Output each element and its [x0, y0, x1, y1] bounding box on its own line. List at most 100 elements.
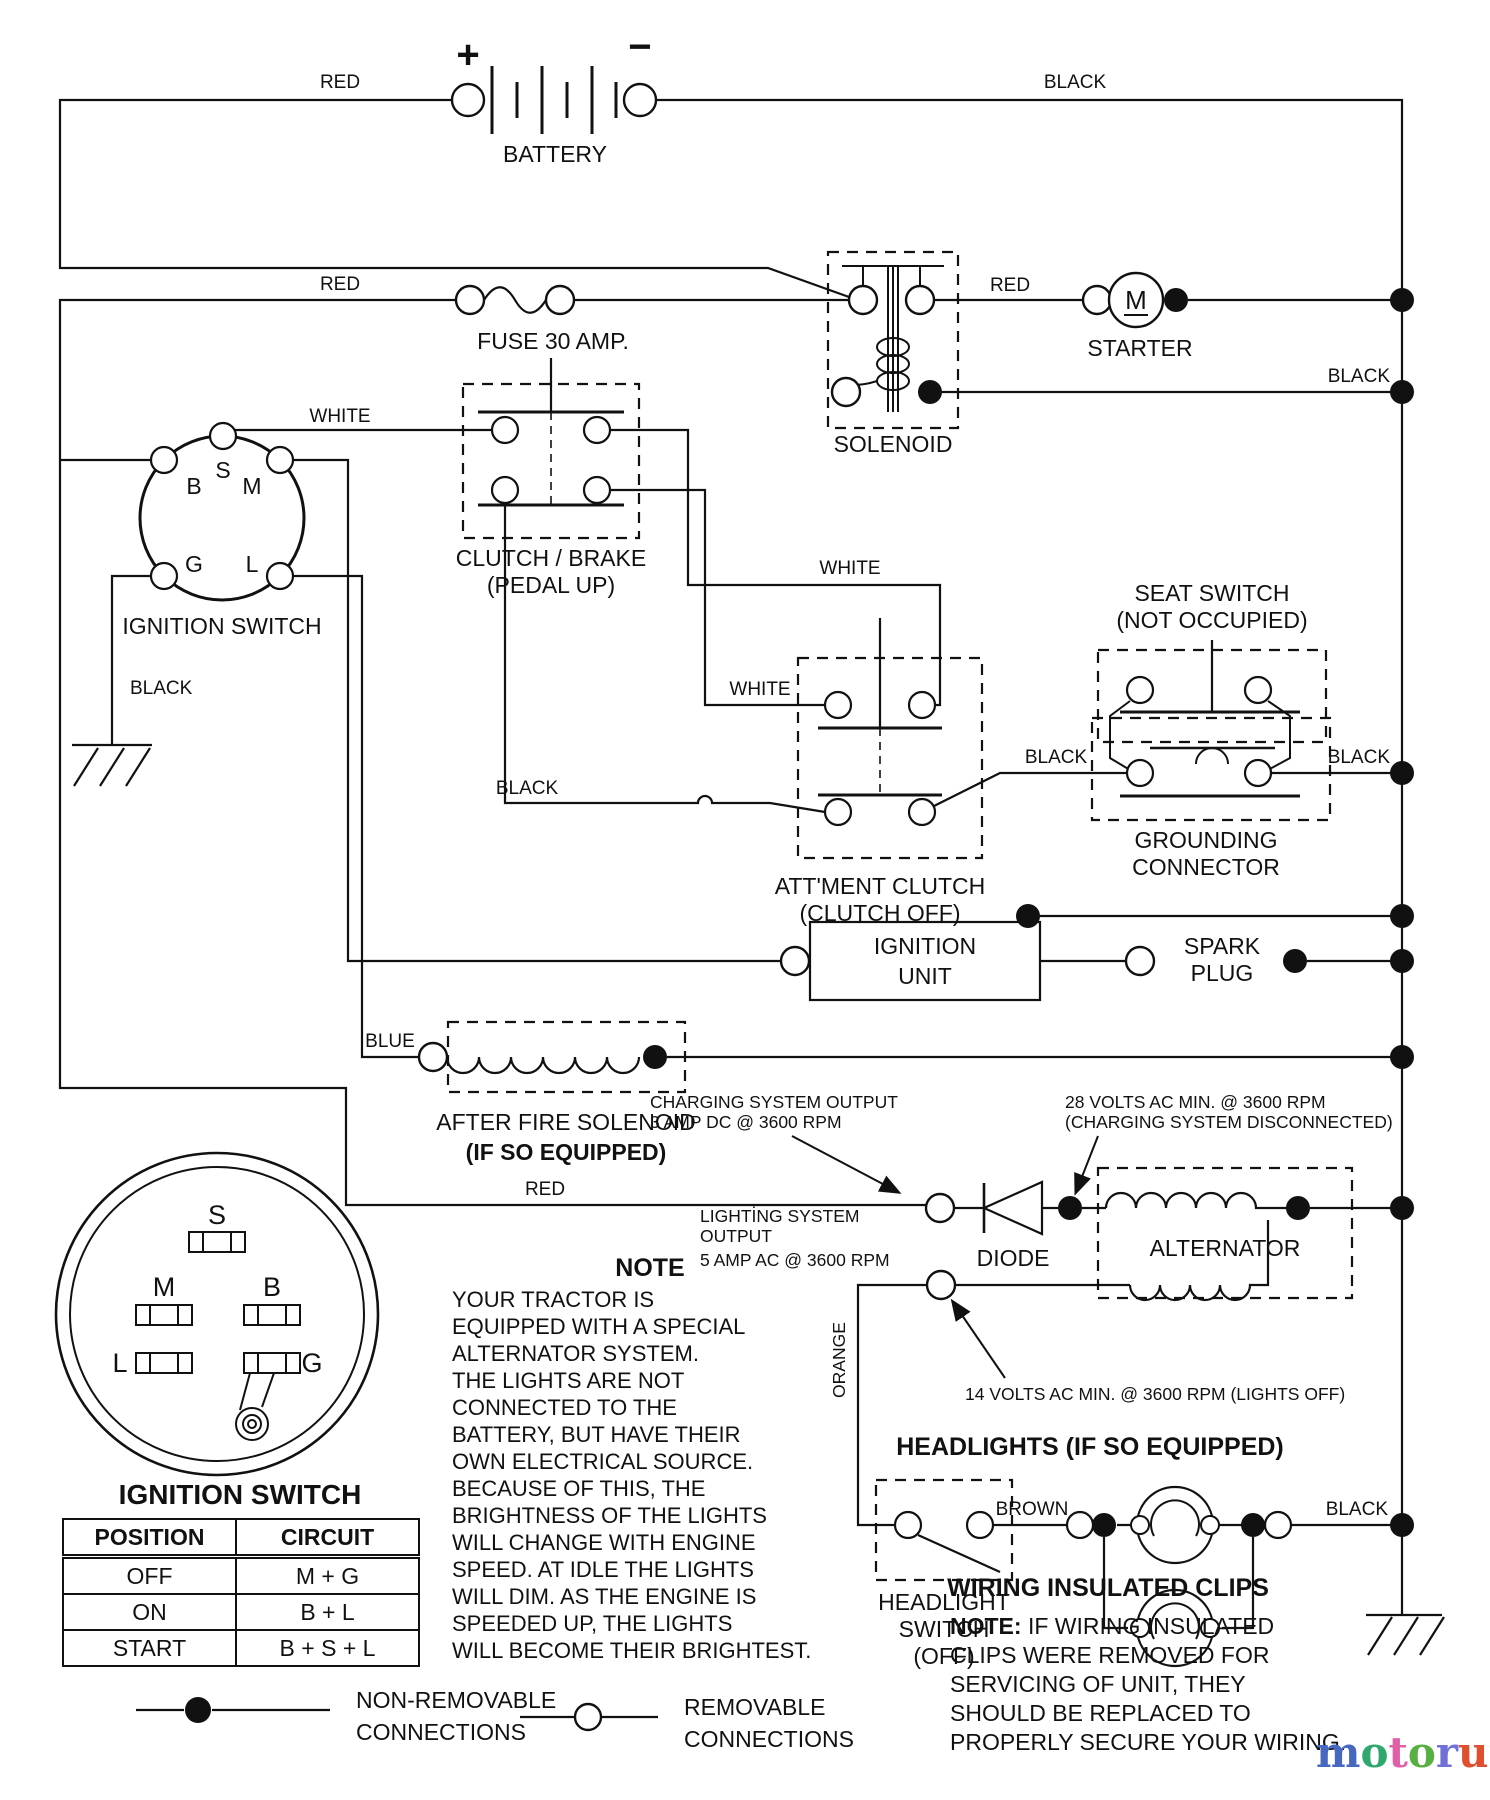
starter-terminal	[1081, 284, 1113, 316]
motoruf-logo[interactable]: motoruf.de	[1316, 1730, 1490, 1783]
battery-black-wire-label: BLACK	[1044, 72, 1107, 93]
attachment-clutch-switch: ATT'MENT CLUTCH (CLUTCH OFF) WHITE WHITE…	[496, 558, 1088, 926]
after-fire-junction-dot	[643, 1045, 667, 1069]
logo-letter: m	[1316, 1728, 1361, 1777]
bus-junction-dots	[1390, 288, 1414, 1537]
terminal-b-label: B	[186, 473, 201, 499]
battery-red-wire-label: RED	[320, 72, 360, 93]
clips-heading: WIRING INSULATED CLIPS	[947, 1574, 1269, 1602]
alternator-label: ALTERNATOR	[1150, 1235, 1301, 1261]
volts28-label-2: (CHARGING SYSTEM DISCONNECTED)	[1065, 1112, 1393, 1132]
table-row: ON B + L	[62, 1593, 420, 1631]
grounding-label-2: CONNECTOR	[1132, 854, 1280, 880]
seat-terminal-left	[1125, 675, 1155, 705]
removable-circle-icon	[573, 1702, 603, 1732]
solenoid-terminal-left	[847, 284, 879, 316]
grounding-connector-box	[1090, 716, 1332, 822]
battery-plates-icon	[490, 66, 618, 134]
table-header-circuit: CIRCUIT	[235, 1518, 420, 1559]
note-heading: NOTE	[615, 1254, 684, 1282]
wire-g-ground	[110, 574, 151, 745]
key-icon	[235, 1372, 275, 1441]
clips-note-prefix: NOTE:	[950, 1613, 1022, 1639]
red-feed-wire-label: RED	[525, 1179, 565, 1200]
headlight-switch-label-2: SWITCH	[899, 1616, 990, 1642]
charging-output-terminal	[924, 1192, 956, 1224]
lighting-output-terminal	[925, 1269, 957, 1301]
white-wire-label-2: WHITE	[819, 558, 880, 579]
wire-clutch-black	[503, 503, 826, 814]
ignition-switch-label: IGNITION SWITCH	[122, 613, 321, 639]
detail-g-label: G	[301, 1348, 322, 1378]
wire-att-grounding-black	[933, 771, 1127, 807]
table-cell-circuit: M + G	[235, 1555, 420, 1595]
black-wire-label-grounding: BLACK	[1328, 747, 1391, 768]
seat-switch-label-2: (NOT OCCUPIED)	[1116, 607, 1307, 633]
charging-output-label-1: CHARGING SYSTEM OUTPUT	[650, 1092, 898, 1112]
fuse-icon	[483, 286, 547, 314]
fuse-terminal-right	[544, 284, 576, 316]
terminal-g-label: G	[185, 551, 203, 577]
terminal-s-label: S	[215, 457, 230, 483]
starter-red-wire-label: RED	[990, 275, 1030, 296]
battery: + − BATTERY RED BLACK	[320, 25, 1107, 167]
volts14-arrow	[950, 1298, 1006, 1379]
logo-letter: o	[1407, 1728, 1436, 1777]
alternator-winding-bottom	[955, 1220, 1270, 1302]
blue-wire-label: BLUE	[365, 1031, 415, 1052]
fuse-label: FUSE 30 AMP.	[477, 328, 629, 354]
att-terminal-tl	[823, 690, 853, 720]
logo-letter: u	[1458, 1728, 1489, 1777]
headlights: HEADLIGHTS (IF SO EQUIPPED) HEADLIGHT SW…	[874, 1433, 1388, 1669]
solenoid-coil-terminal	[830, 376, 862, 408]
seat-switch-label-1: SEAT SWITCH	[1134, 580, 1289, 606]
volts14-label: 14 VOLTS AC MIN. @ 3600 RPM (LIGHTS OFF)	[965, 1384, 1345, 1404]
ignition-switch-detail: S M B L G IGNITION SWITCH	[54, 1151, 380, 1510]
diode-label: DIODE	[977, 1245, 1050, 1271]
starter-black-wire-label: BLACK	[1328, 366, 1391, 387]
bulb1-terminal-left	[1130, 1515, 1150, 1535]
table-cell-position: OFF	[62, 1555, 237, 1595]
legend-non-removable-2: CONNECTIONS	[356, 1719, 526, 1745]
bulb2-terminal-left	[1130, 1618, 1150, 1638]
lighting-label-1: LIGHTİNG SYSTEM	[700, 1206, 859, 1226]
logo-letter: t	[1388, 1728, 1408, 1777]
terminal-l-label: L	[246, 551, 259, 577]
fuse: RED FUSE 30 AMP.	[320, 274, 629, 354]
alternator-box	[1096, 1166, 1354, 1300]
seat-switch: SEAT SWITCH (NOT OCCUPIED) GROUNDING CON…	[1090, 580, 1391, 880]
non-removable-dot-icon	[185, 1697, 211, 1723]
spark-plug: SPARK PLUG	[1124, 933, 1307, 986]
table-row: START B + S + L	[62, 1629, 420, 1667]
clips-note-paragraph: NOTE: IF WIRING INSULATED CLIPS WERE REM…	[950, 1612, 1390, 1757]
clutch-terminal-br	[582, 475, 612, 505]
wire-clutch-white-left	[610, 488, 825, 707]
ignition-unit-label-1: IGNITION	[874, 933, 976, 959]
diode-junction-dot	[1058, 1196, 1082, 1220]
solenoid-junction-dot	[918, 380, 942, 404]
starter-label: STARTER	[1087, 335, 1192, 361]
switch-detail-slots	[135, 1231, 301, 1374]
orange-wire-label: ORANGE	[829, 1322, 849, 1398]
wire-clutch-white-right	[610, 428, 942, 707]
solenoid-terminal-right	[904, 284, 936, 316]
table-row: OFF M + G	[62, 1555, 420, 1595]
ignition-switch-schematic: S B M G L IGNITION SWITCH WHITE BLACK	[72, 406, 371, 787]
table-cell-circuit: B + L	[235, 1593, 420, 1631]
minus-icon: −	[628, 25, 651, 69]
spark-plug-label-2: PLUG	[1191, 960, 1254, 986]
clutch-brake-box	[461, 382, 641, 540]
charging-output-label-2: 3 AMP DC @ 3600 RPM	[650, 1112, 842, 1132]
wire-ground-bus	[656, 98, 1404, 1615]
detail-s-label: S	[208, 1200, 226, 1230]
grounding-terminal-left	[1125, 758, 1155, 788]
table-cell-position: ON	[62, 1593, 237, 1631]
headlight-bulb-2-filament	[1150, 1602, 1200, 1640]
att-terminal-bl	[823, 797, 853, 827]
brown-wire-label: BROWN	[996, 1499, 1069, 1520]
starter: RED M STARTER BLACK	[990, 271, 1391, 387]
charging-arrow	[791, 1135, 902, 1194]
legend-removable-2: CONNECTIONS	[684, 1726, 854, 1752]
clutch-terminal-tl	[490, 415, 520, 445]
starter-junction-dot	[1164, 288, 1188, 312]
